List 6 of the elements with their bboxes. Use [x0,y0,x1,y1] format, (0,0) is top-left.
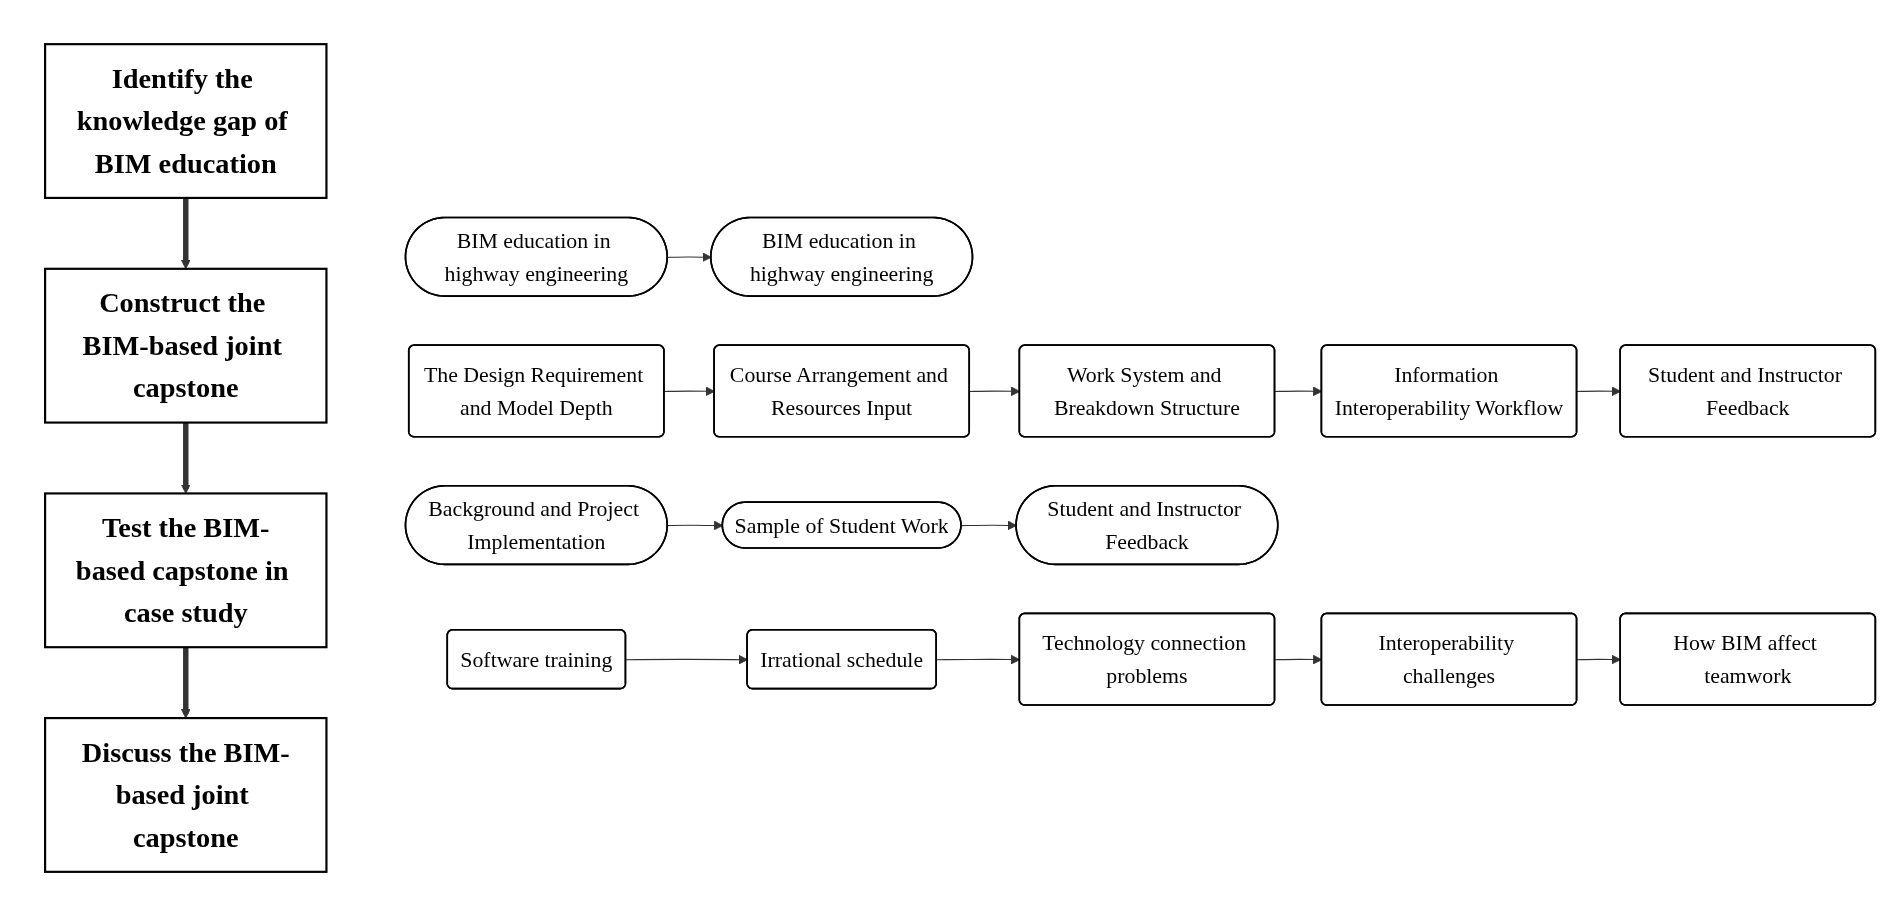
node-box: Identify the knowledge gap of BIM education [44,43,328,199]
arrow [180,422,191,494]
node-box: Discuss the BIM-based joint capstone [44,717,328,873]
arrow [180,647,191,719]
node-box: Test the BIM-based capstone in case study [44,492,328,649]
node-box: Construct the BIM-based joint capstone [44,267,328,424]
